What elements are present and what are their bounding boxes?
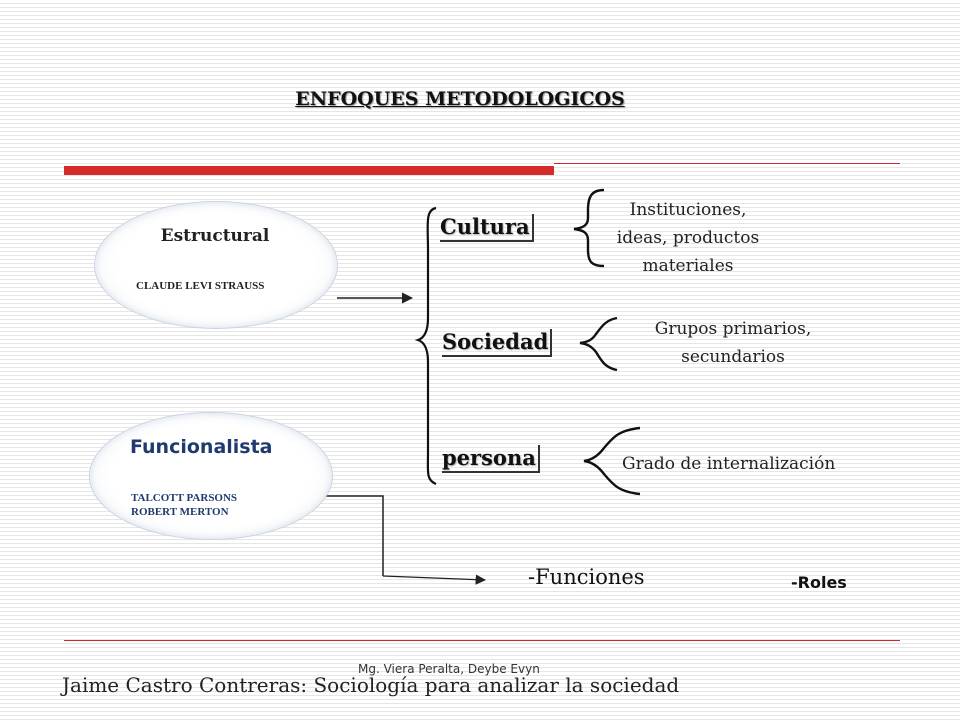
footer-reference: Jaime Castro Contreras: Sociología para …: [62, 673, 680, 697]
node-sociedad: Sociedad: [442, 329, 553, 357]
title-divider-line: [554, 163, 900, 164]
footer-author: Mg. Viera Peralta, Deybe Evyn: [358, 662, 540, 676]
cultura-description: Instituciones, ideas, productos material…: [578, 196, 798, 280]
cultura-desc-line-1: Instituciones,: [629, 200, 747, 220]
estructural-title: Estructural: [160, 226, 270, 246]
footer-divider-line: [64, 640, 900, 641]
funcionalista-connector: [325, 495, 384, 576]
node-cultura: Cultura: [440, 214, 534, 242]
persona-brace: [583, 426, 641, 496]
sociedad-desc-line-1: Grupos primarios,: [654, 319, 812, 339]
funcionalista-author-2: ROBERT MERTON: [131, 506, 229, 518]
estructural-author: CLAUDE LEVI STRAUSS: [136, 280, 265, 292]
roles-label: -Roles: [791, 573, 847, 592]
main-brace: [414, 206, 437, 486]
cultura-desc-line-3: materiales: [642, 256, 734, 276]
cultura-desc-line-2: ideas, productos: [616, 228, 760, 248]
cultura-brace: [573, 188, 605, 268]
funcionalista-title: Funcionalista: [130, 436, 273, 458]
funciones-label: -Funciones: [528, 565, 645, 589]
node-persona: persona: [442, 445, 540, 473]
persona-description: Grado de internalización: [622, 450, 912, 478]
estructural-ellipse: [95, 202, 337, 328]
sociedad-brace: [579, 316, 618, 372]
sociedad-description: Grupos primarios, secundarios: [620, 315, 846, 371]
slide-title: ENFOQUES METODOLOGICOS: [295, 88, 625, 110]
persona-desc-line-1: Grado de internalización: [622, 454, 836, 474]
funcionalista-author-1: TALCOTT PARSONS: [131, 492, 238, 504]
funcionalista-ellipse: [90, 413, 332, 539]
funcionalista-arrow: [382, 574, 487, 585]
sociedad-desc-line-2: secundarios: [681, 347, 785, 367]
title-accent-bar: [64, 166, 554, 175]
